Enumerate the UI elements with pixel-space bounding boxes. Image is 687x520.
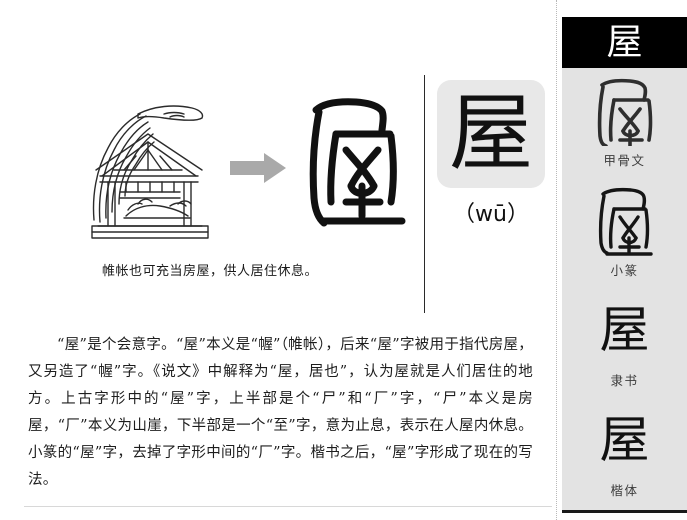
- script-item-small-seal[interactable]: 小篆: [562, 178, 687, 288]
- script-evolution-sidebar: 屋: [562, 17, 687, 513]
- sidebar-header-character: 屋: [606, 21, 643, 63]
- main-content-column: 帷帐也可充当房屋，供人居住休息。 屋 （wū） “屋”是个会意字。“屋”本义是“…: [0, 60, 556, 507]
- clerical-glyph-icon: 屋: [562, 292, 687, 368]
- featured-character-pinyin: （wū）: [453, 202, 529, 227]
- canopy-tent-shelter-illustration: [78, 92, 214, 244]
- article-body-text: “屋”是个会意字。“屋”本义是“幄”（帷帐），后来“屋”字被用于指代房屋，又另造…: [28, 337, 533, 488]
- regular-glyph-icon: 屋: [562, 402, 687, 478]
- vertical-divider: [424, 75, 425, 313]
- bottom-divider: [24, 506, 552, 507]
- script-item-regular[interactable]: 屋 楷体: [562, 398, 687, 508]
- character-evolution-row: 帷帐也可充当房屋，供人居住休息。: [0, 60, 556, 310]
- sidebar-dotted-divider: [556, 0, 558, 520]
- script-item-label: 甲骨文: [603, 153, 646, 168]
- sidebar-header: 屋: [562, 17, 687, 68]
- featured-character-card: 屋: [437, 80, 545, 188]
- seal-script-glyph: [298, 90, 414, 240]
- featured-character-glyph: 屋: [448, 84, 533, 182]
- script-item-oracle-bone[interactable]: 甲骨文: [562, 68, 687, 178]
- evolution-arrow-icon: [230, 153, 286, 183]
- script-style-list: 甲骨文: [562, 68, 687, 508]
- script-item-label: 楷体: [610, 483, 639, 498]
- script-item-clerical[interactable]: 屋 隶书: [562, 288, 687, 398]
- clerical-glyph-text: 屋: [599, 301, 650, 359]
- regular-glyph-text: 屋: [599, 411, 650, 469]
- illustration-caption: 帷帐也可充当房屋，供人居住休息。: [101, 264, 318, 279]
- oracle-bone-glyph-icon: [562, 72, 687, 148]
- script-item-label: 隶书: [610, 373, 639, 388]
- small-seal-glyph-icon: [562, 182, 687, 258]
- script-item-label: 小篆: [610, 263, 639, 278]
